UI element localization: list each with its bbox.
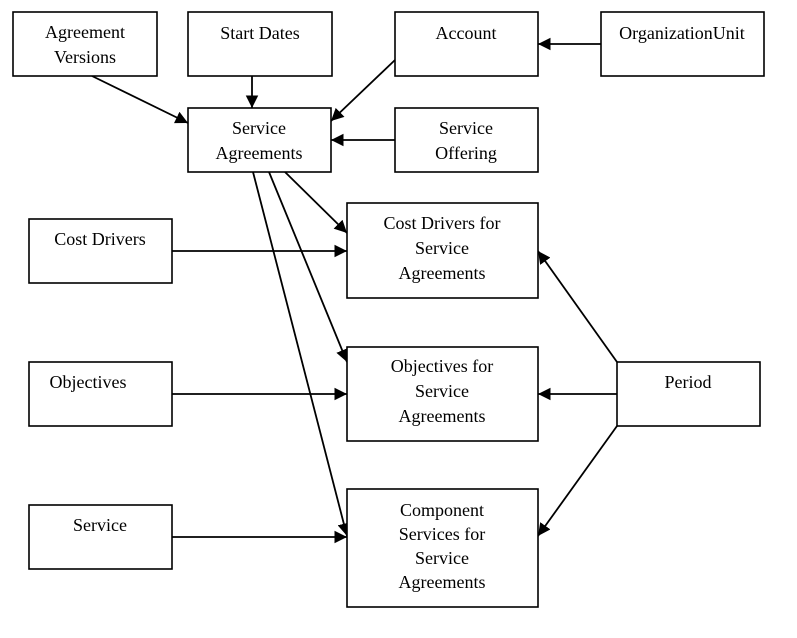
node-start-dates: Start Dates	[187, 11, 333, 77]
node-label-line: Services for	[399, 524, 485, 544]
node-objectives-for-service-agreements: Objectives for Service Agreements	[346, 346, 539, 442]
node-label-line: Offering	[435, 143, 497, 163]
node-period: Period	[616, 361, 761, 427]
node-label-line: Objectives	[50, 372, 127, 392]
edge-account-to-service-agreements	[330, 59, 396, 122]
node-agreement-versions: Agreement Versions	[12, 11, 158, 77]
node-label-line: Service	[415, 548, 469, 568]
node-organization-unit: OrganizationUnit	[600, 11, 765, 77]
node-label-line: Agreements	[399, 572, 486, 592]
edge-period-to-component-services-for-service-agreements	[537, 425, 618, 537]
node-service-agreements: Service Agreements	[187, 107, 332, 173]
node-label-line: Service	[415, 238, 469, 258]
nodes-layer: Agreement Versions Start Dates Account O…	[12, 11, 765, 608]
edge-agreement-versions-to-service-agreements	[91, 75, 189, 124]
node-label-line: Service	[439, 118, 493, 138]
node-objectives: Objectives	[28, 361, 173, 427]
node-label-line: Objectives for	[391, 356, 493, 376]
node-label-line: Service	[232, 118, 286, 138]
node-label-line: Agreements	[399, 406, 486, 426]
node-cost-drivers-for-service-agreements: Cost Drivers for Service Agreements	[346, 202, 539, 299]
node-label-line: Cost Drivers for	[384, 213, 501, 233]
node-label-line: Account	[436, 23, 497, 43]
edge-period-to-cost-drivers-for-service-agreements	[537, 250, 618, 363]
edges-layer	[91, 37, 618, 544]
node-component-services-for-service-agreements: Component Services for Service Agreement…	[346, 488, 539, 608]
node-label-line: Versions	[54, 47, 116, 67]
node-label-line: Agreements	[216, 143, 303, 163]
node-account: Account	[394, 11, 539, 77]
node-label-line: Agreements	[399, 263, 486, 283]
edge-service-agreements-to-objectives-for-service-agreements	[268, 171, 349, 363]
node-label-line: Start Dates	[220, 23, 299, 43]
node-cost-drivers: Cost Drivers	[28, 218, 173, 284]
node-label-line: Component	[400, 500, 484, 520]
node-label-line: Service	[415, 381, 469, 401]
node-service-offering: Service Offering	[394, 107, 539, 173]
node-label-line: Service	[73, 515, 127, 535]
node-label-line: Agreement	[45, 22, 125, 42]
node-service: Service	[28, 504, 173, 570]
node-label-line: Period	[665, 372, 712, 392]
node-label-line: OrganizationUnit	[619, 23, 745, 43]
edge-service-agreements-to-component-services-for-service-agreements	[252, 171, 350, 537]
node-label-line: Cost Drivers	[54, 229, 146, 249]
edge-service-agreements-to-cost-drivers-for-service-agreements	[284, 171, 348, 234]
